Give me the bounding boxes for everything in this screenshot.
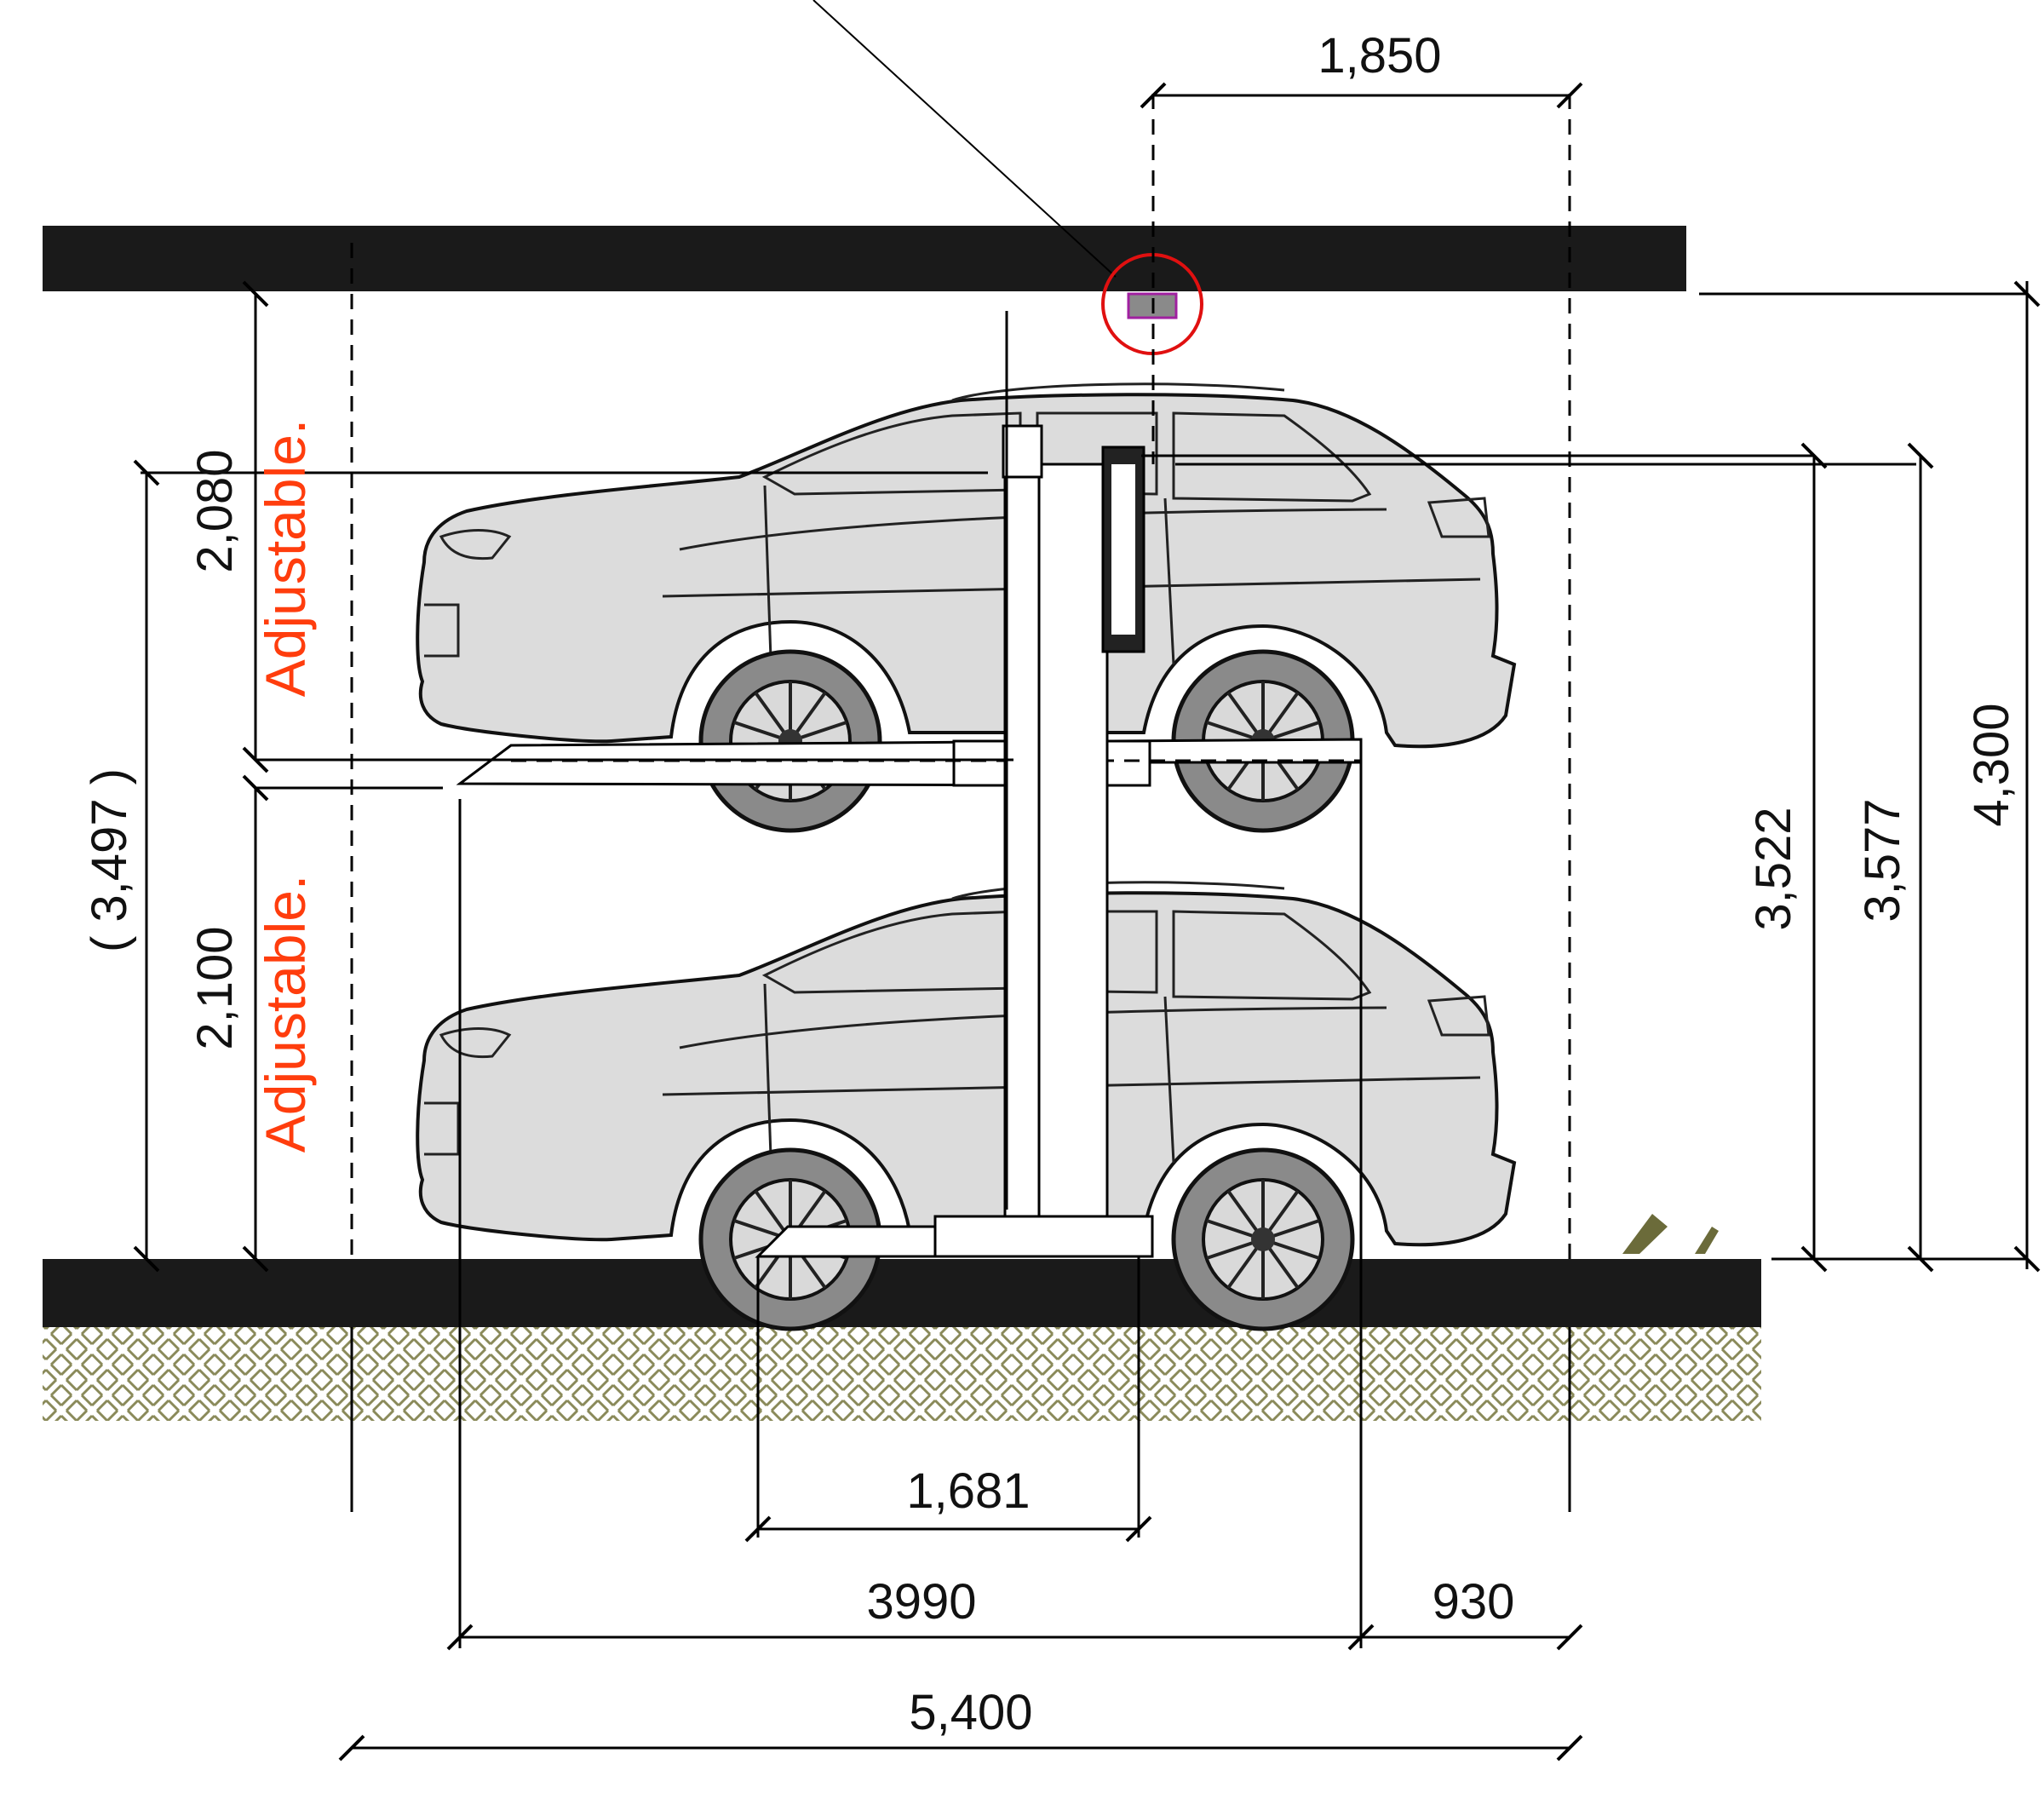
lift-post — [1002, 424, 1145, 1258]
dim-1850-label: 1,850 — [1318, 28, 1441, 83]
dim-2080-label: 2,080 — [187, 449, 243, 572]
dim-2100-label: 2,100 — [187, 926, 243, 1049]
sensor-leader-line — [812, 0, 1117, 278]
extension-lines — [141, 94, 2027, 1648]
grade-mark-icon — [1622, 1214, 1719, 1254]
dim-3990-label: 3990 — [866, 1574, 976, 1630]
dim-1681-label: 1,681 — [906, 1463, 1030, 1519]
adjustable-lower-label: Adjustable. — [254, 875, 317, 1153]
lift-base — [755, 311, 1154, 1258]
adjustable-upper-label: Adjustable. — [254, 419, 317, 698]
soil-hatch-icon — [43, 1327, 1761, 1421]
dim-3577-label: 3,577 — [1855, 798, 1910, 922]
dim-3522-label: 3,522 — [1746, 807, 1801, 930]
dimension-lines — [133, 82, 2041, 1762]
dim-3497-label: ( 3,497 ) — [82, 768, 137, 952]
dim-930-label: 930 — [1433, 1574, 1515, 1630]
dim-5400-label: 5,400 — [909, 1685, 1032, 1740]
dim-4300-label: 4,300 — [1964, 703, 2019, 826]
floor-slab — [43, 1259, 1761, 1327]
ceiling-slab — [43, 226, 1686, 291]
